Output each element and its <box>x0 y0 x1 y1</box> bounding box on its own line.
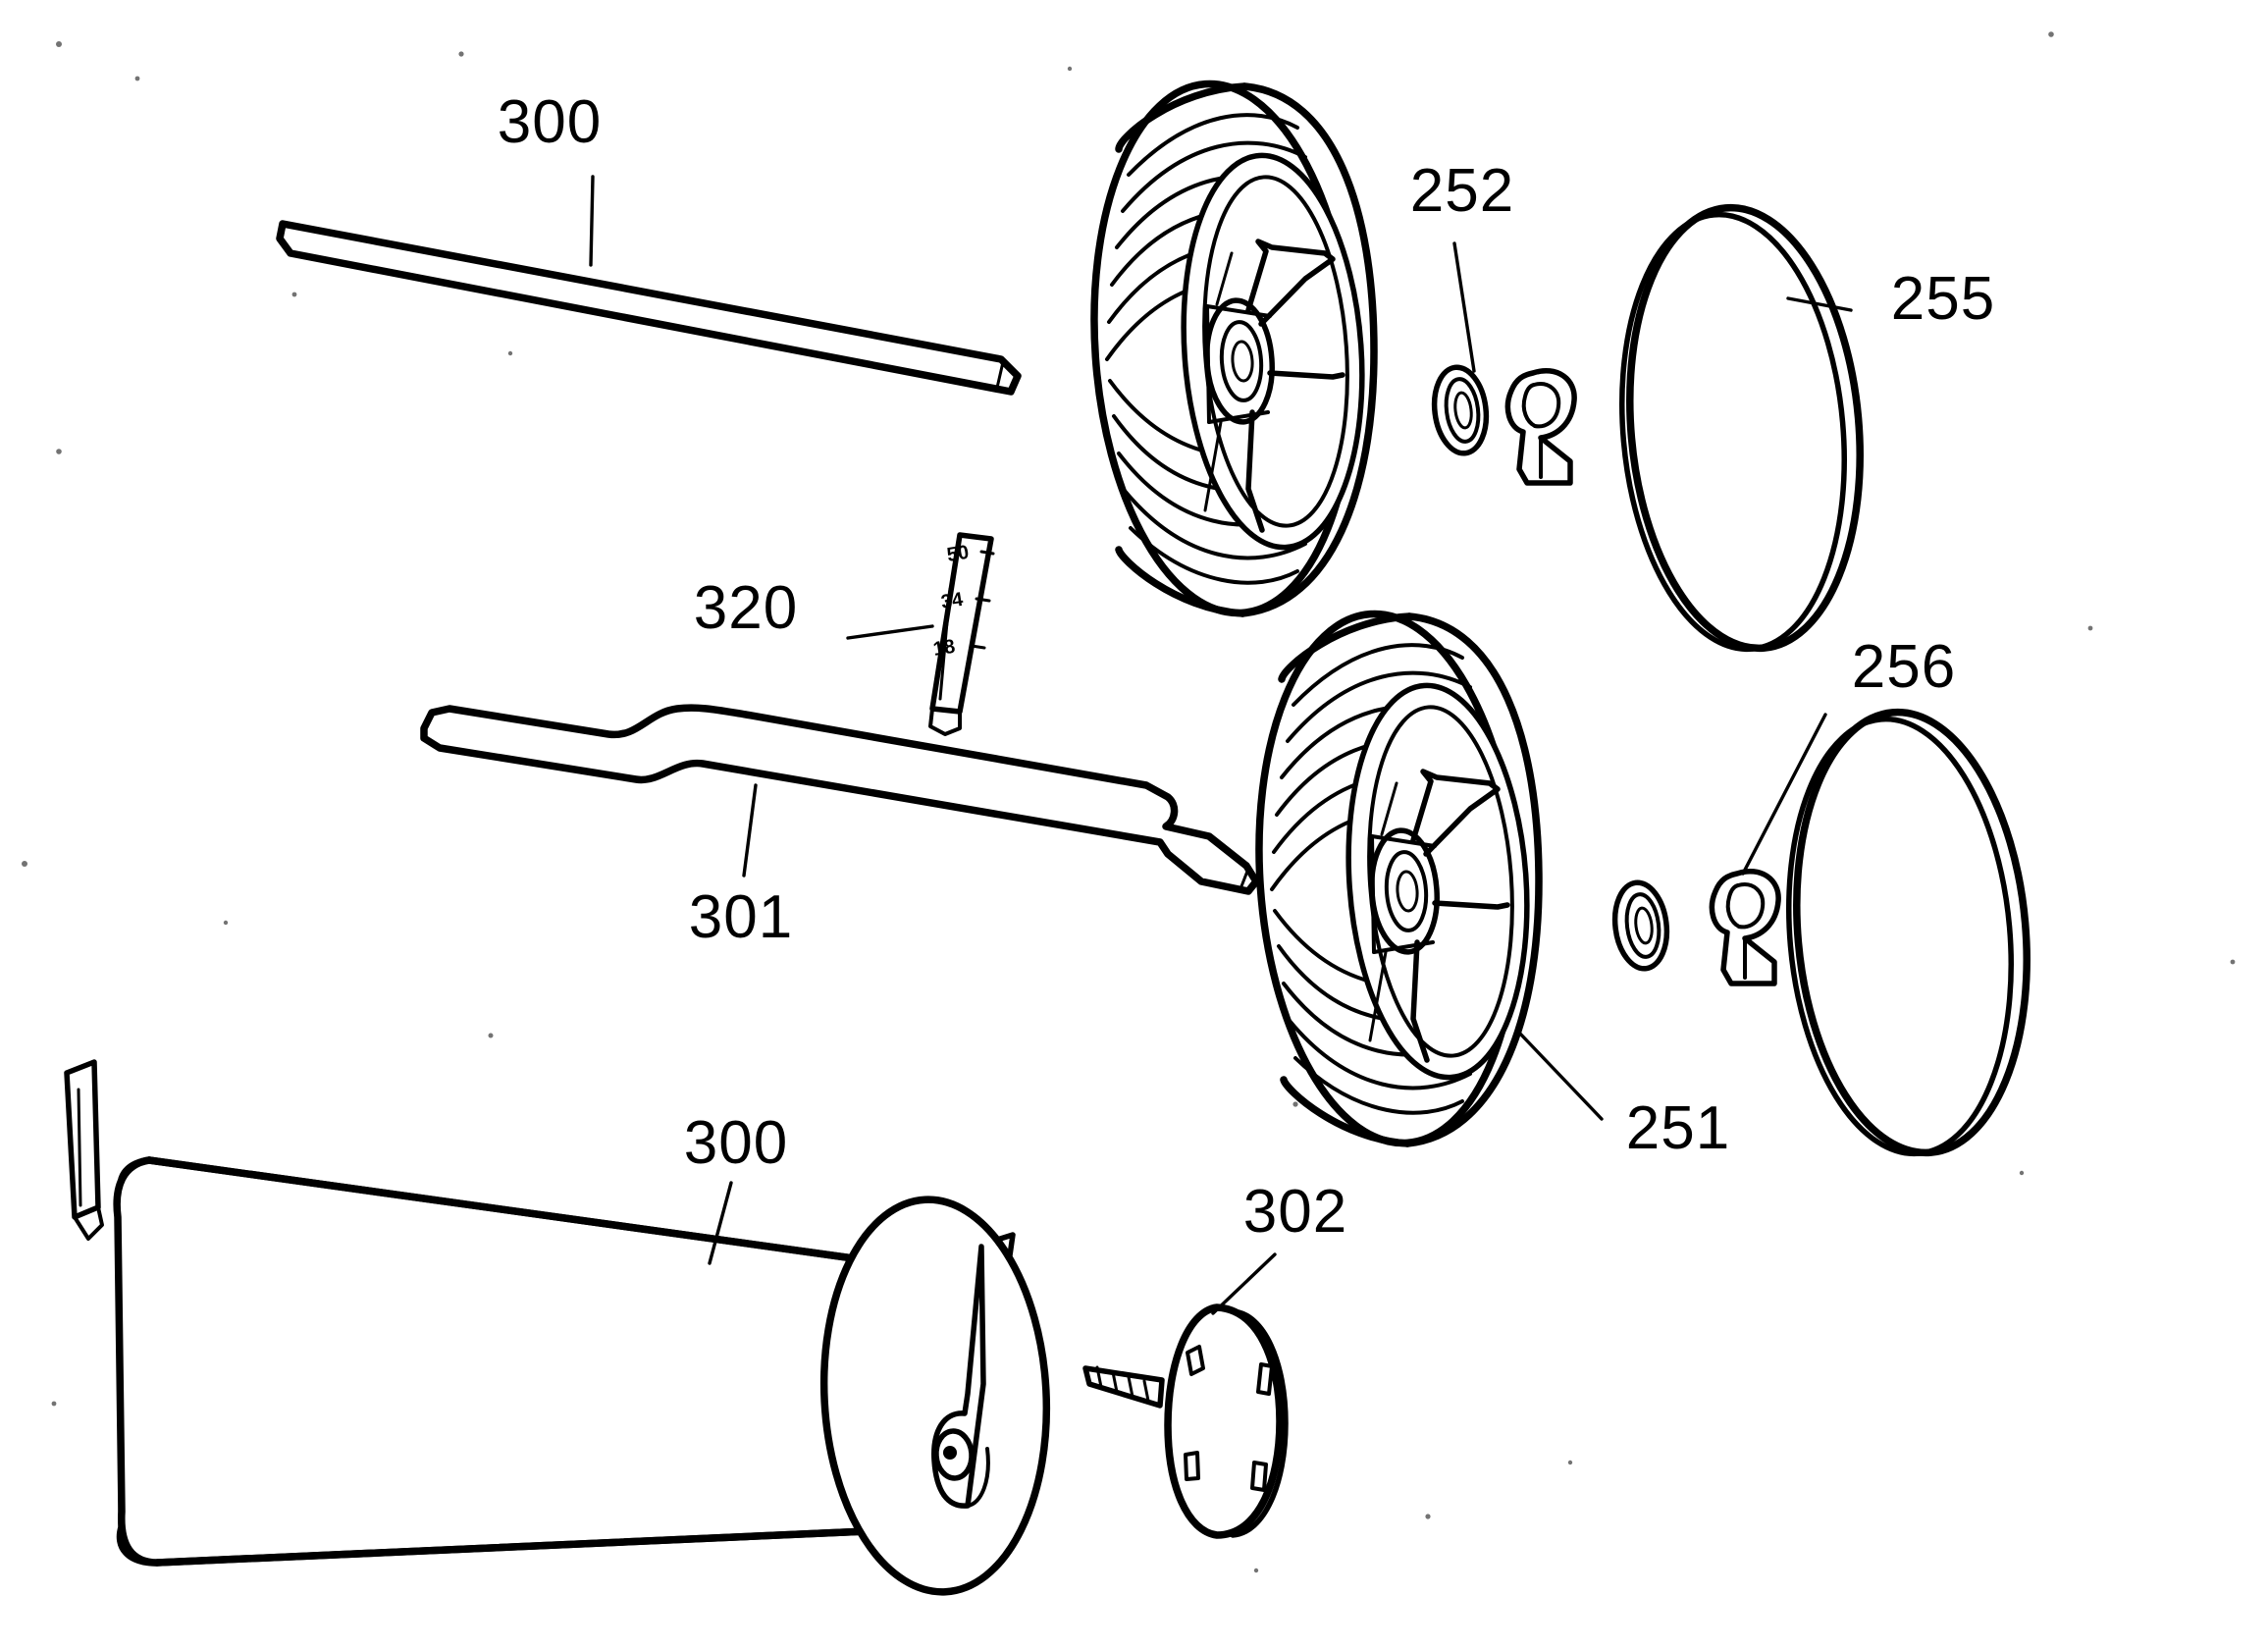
leader-300-top <box>589 175 595 267</box>
gauge-mark-50: 50 <box>945 542 970 566</box>
retaining-clip-upper <box>1504 368 1577 486</box>
gauge-mark-labels: 50 34 18 <box>931 542 970 661</box>
callout-300-top: 300 <box>498 88 602 156</box>
axle-rod-straight <box>276 220 1022 396</box>
callout-300-bot: 300 <box>684 1109 788 1177</box>
cap-slots <box>1184 1345 1274 1492</box>
end-cap-bolt <box>1082 1303 1289 1539</box>
callout-256: 256 <box>1852 633 1956 701</box>
leader-302 <box>1211 1252 1277 1315</box>
leader-301 <box>742 783 758 878</box>
callout-255: 255 <box>1891 265 1995 333</box>
washer-lower <box>1611 879 1670 972</box>
callout-302: 302 <box>1243 1178 1347 1246</box>
leader-256 <box>1741 713 1827 876</box>
leader-320 <box>846 624 934 640</box>
wheel-lower <box>1255 610 1543 1147</box>
depth-gauge-key: 50 34 18 <box>928 532 995 736</box>
leader-251 <box>1517 1031 1604 1121</box>
wheel-spokes-upper <box>1203 239 1345 533</box>
gauge-mark-18: 18 <box>931 636 956 661</box>
wheel-spokes-lower <box>1368 769 1510 1063</box>
retaining-clip-lower <box>1709 869 1781 986</box>
washer-upper <box>1431 364 1490 456</box>
leader-255 <box>1786 296 1853 312</box>
axle-rod-bent <box>420 704 1260 895</box>
hubcap-upper <box>1619 203 1864 653</box>
callout-252: 252 <box>1410 157 1514 225</box>
shaft-threads <box>1095 1365 1150 1403</box>
hubcap-lower <box>1786 708 2031 1157</box>
wheel-upper <box>1090 80 1378 617</box>
gauge-mark-34: 34 <box>939 589 965 613</box>
callout-251: 251 <box>1626 1094 1730 1162</box>
leader-300-bot <box>708 1181 733 1265</box>
callout-301: 301 <box>689 883 793 951</box>
callout-320: 320 <box>694 574 798 642</box>
leader-252 <box>1452 241 1476 373</box>
roller-drum <box>64 1059 1051 1596</box>
callout-labels: 300 252 255 320 301 256 251 300 302 <box>498 88 1995 1246</box>
leader-lines <box>589 175 1853 1315</box>
